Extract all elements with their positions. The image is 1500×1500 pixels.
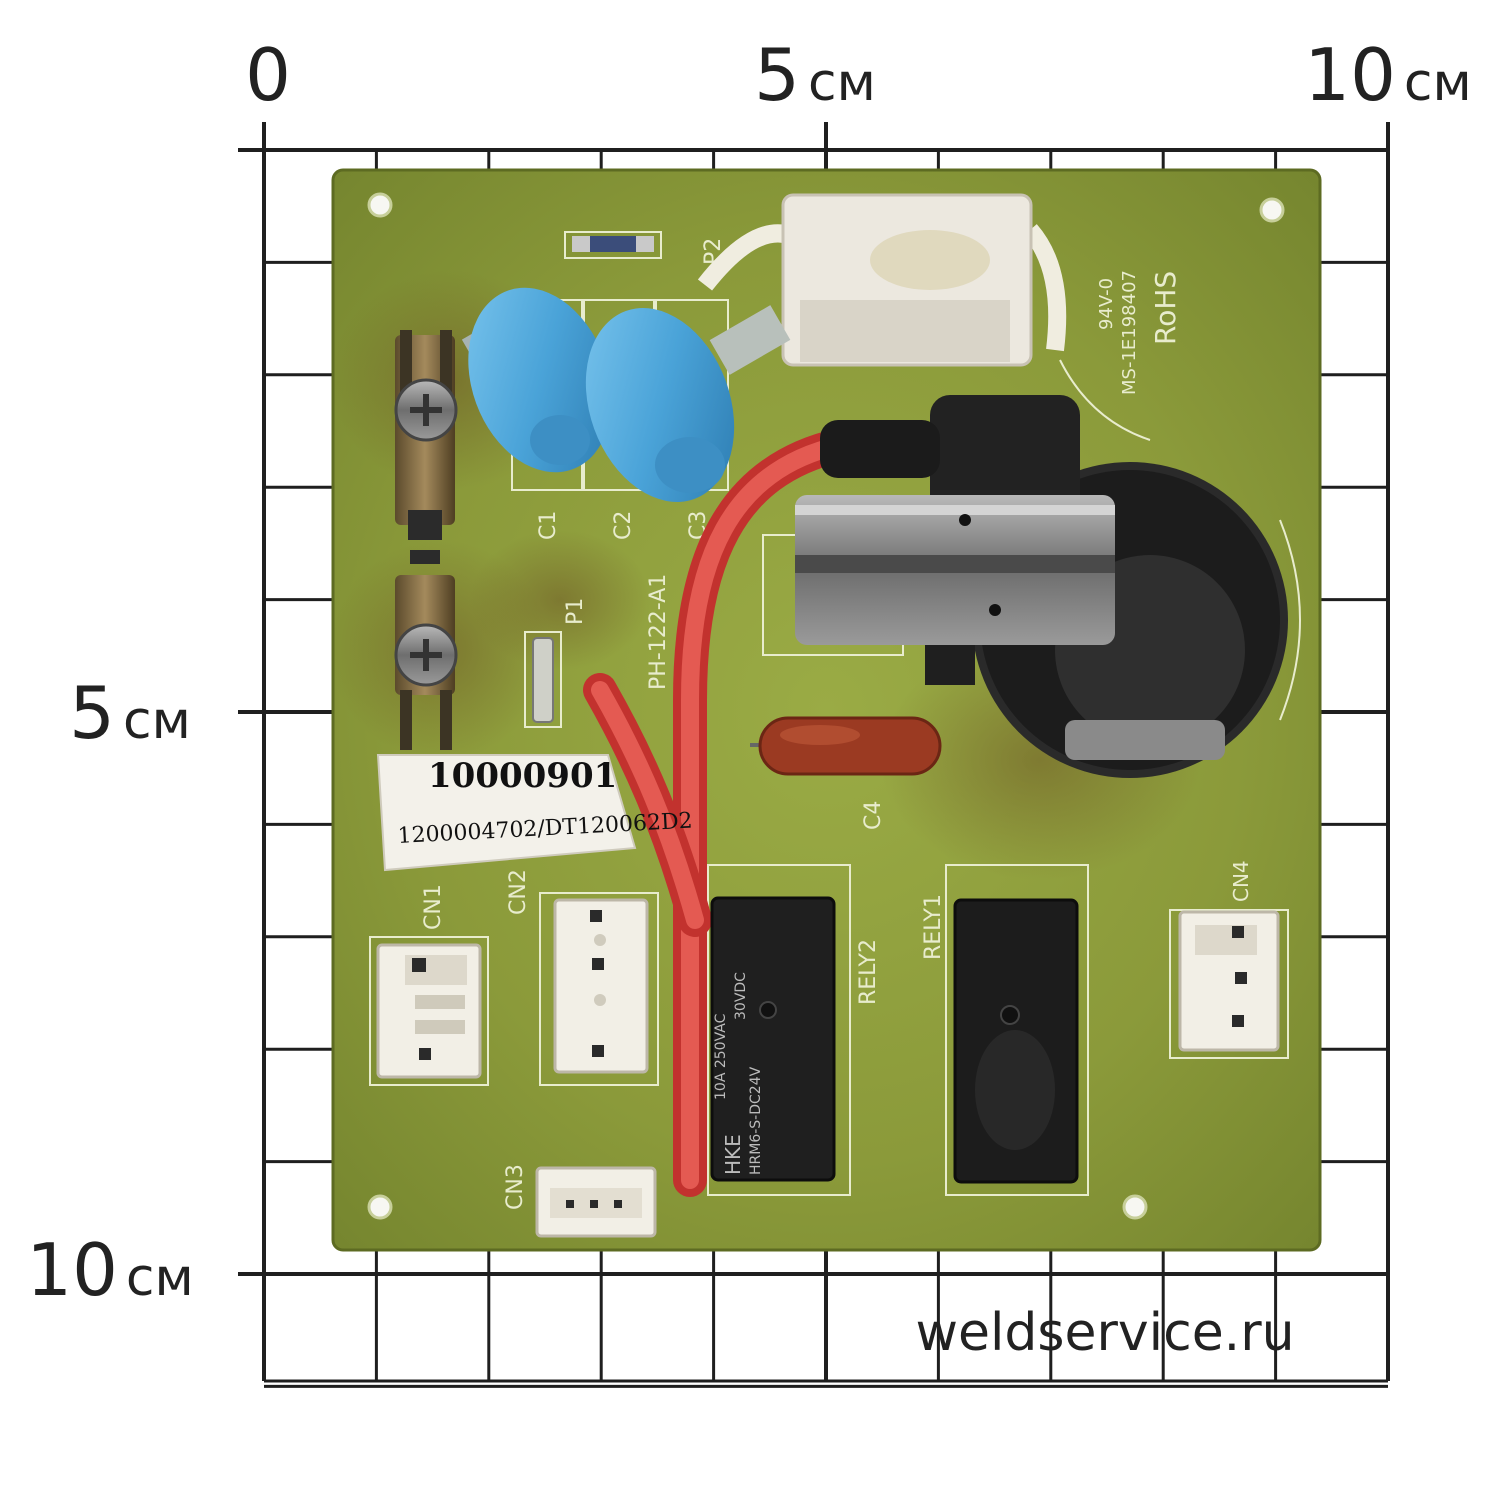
silk-ul-mark: 94V-0: [1096, 278, 1117, 330]
silk-cn3: CN3: [503, 1164, 528, 1210]
silk-cn2: CN2: [506, 869, 531, 915]
silk-cert: MS-1E198407: [1119, 270, 1140, 395]
p1-fuse: [532, 637, 554, 723]
serial-sticker: 10000901 1200004702/DT120062D2: [376, 754, 693, 872]
p2-component: [572, 236, 654, 252]
silk-cn4: CN4: [1229, 860, 1253, 902]
mounting-hole: [1259, 197, 1285, 223]
relay-rating1: 10A 250VAC: [713, 1013, 729, 1100]
relay-rely1: [953, 898, 1079, 1184]
relay-rely2: HKE HRM6-S-DC24V 10A 250VAC 30VDC: [710, 896, 836, 1182]
red-wire: [583, 420, 940, 1197]
watermark-text: weldservice.ru: [915, 1303, 1294, 1363]
c4-capacitor: [750, 716, 942, 776]
connector-cn2: [553, 898, 649, 1074]
silkscreen-text: C1 C2 C3 P1 P2 PH-122-A1 2019.09.06 C4 C…: [421, 238, 1253, 1210]
silk-rely1: RELY1: [921, 894, 946, 960]
sticker-number: 10000901: [428, 756, 617, 796]
silk-cn1: CN1: [421, 884, 446, 930]
current-transformer: [795, 395, 1288, 778]
screw-terminals: [394, 330, 458, 750]
silk-c1: C1: [536, 511, 561, 540]
top-label-0: 0: [245, 33, 291, 117]
relay-brand: HKE: [721, 1134, 745, 1175]
relay-model: HRM6-S-DC24V: [748, 1066, 764, 1175]
mounting-hole: [367, 192, 393, 218]
connector-cn3: [535, 1166, 657, 1238]
blue-capacitors: [461, 287, 735, 502]
silk-c2: C2: [611, 511, 636, 540]
connector-cn4: [1178, 910, 1280, 1052]
ceramic-block: [697, 193, 1067, 375]
silk-c4: C4: [861, 801, 886, 830]
silk-rely2: RELY2: [856, 939, 881, 1005]
mounting-hole: [367, 1194, 393, 1220]
connector-cn1: [376, 943, 482, 1079]
silk-rohs: RoHS: [1149, 271, 1182, 345]
relay-rating2: 30VDC: [733, 972, 749, 1020]
silk-board-id: PH-122-A1: [646, 574, 671, 690]
mounting-hole: [1122, 1194, 1148, 1220]
silk-p1: P1: [563, 598, 588, 625]
